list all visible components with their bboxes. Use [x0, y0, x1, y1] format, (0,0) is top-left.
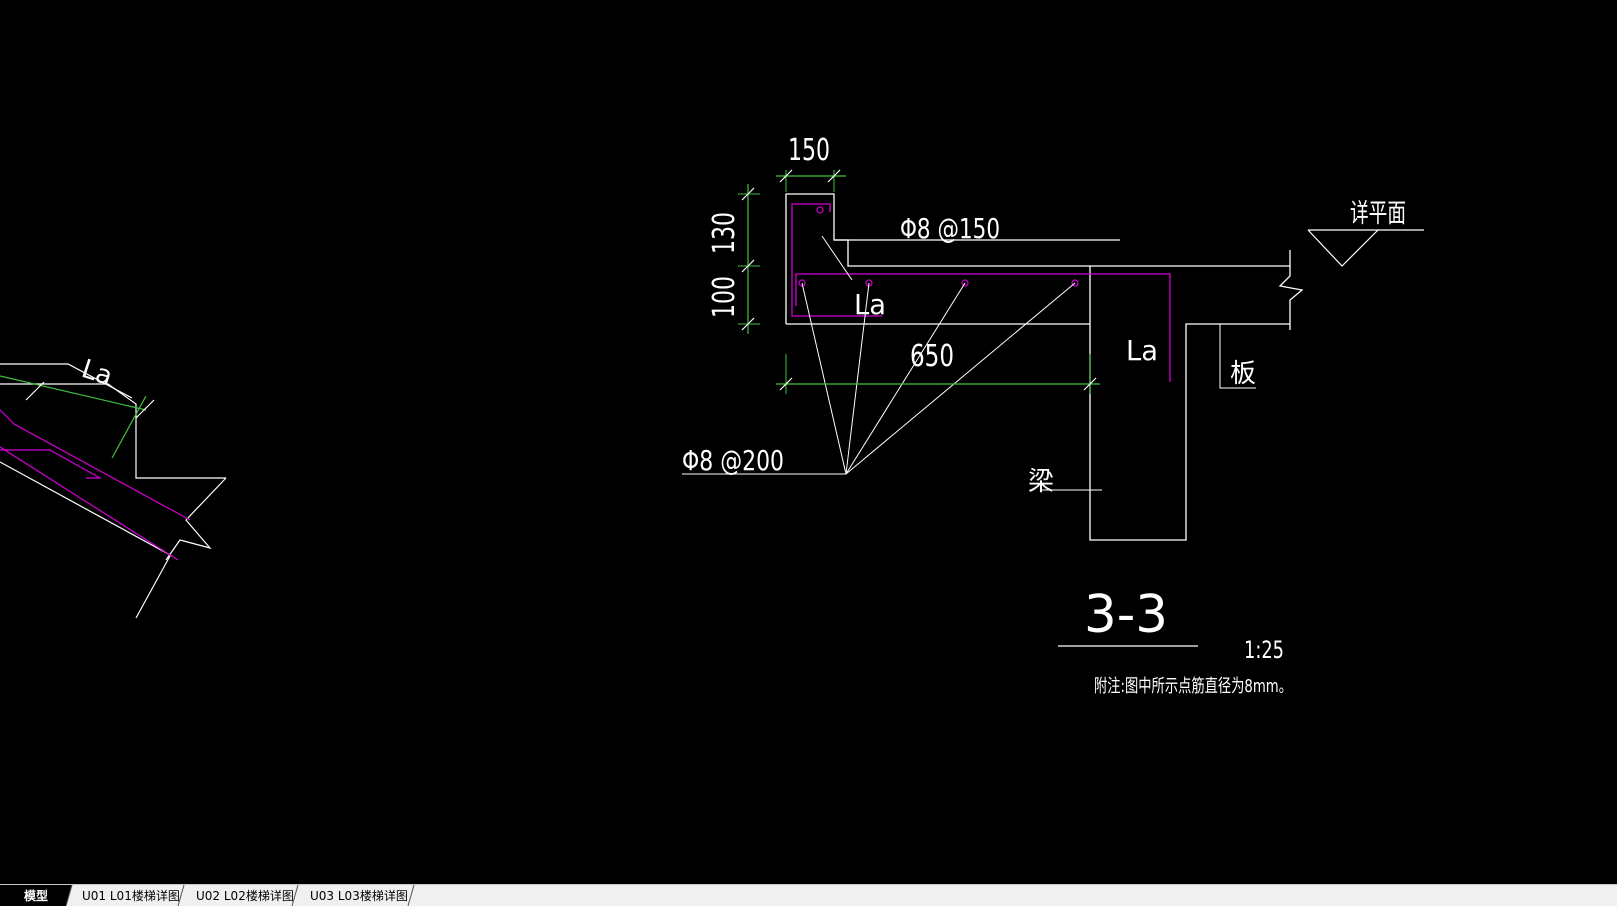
left-anchor-line [0, 363, 133, 399]
section-scale: 1:25 [1244, 636, 1284, 664]
dim-650-tick-right [1083, 377, 1097, 391]
left-dim-tick-1 [25, 381, 45, 401]
left-stair-detail: La [0, 354, 227, 619]
bottom-main-rebar [795, 273, 1171, 382]
rebar-dot-2 [798, 279, 806, 287]
leader-top-rebar [821, 235, 853, 281]
anchor-label-main: La [854, 288, 886, 321]
section-3-3-drawing: 150 130 100 650 Φ8 @150 Φ8 @200 La La 详平… [682, 133, 1424, 697]
dim-vert-tick-top [741, 187, 755, 201]
leader-to-dot-3 [845, 282, 870, 475]
dim-150-text: 150 [788, 133, 830, 168]
slab-break-line [1278, 250, 1304, 330]
dim-650-tick-left [779, 377, 793, 391]
anchor-label-beam: La [1126, 334, 1158, 367]
slab-label: 板 [1230, 359, 1256, 389]
leader-slab [1219, 324, 1256, 389]
dim-vert-tick-mid [741, 259, 755, 273]
dim-150-tick-right [827, 169, 841, 183]
dim-650-text: 650 [910, 339, 954, 374]
left-outline-tail [135, 555, 171, 619]
tab-layout-u01[interactable]: U01 L01楼梯详图 [82, 889, 180, 903]
left-outline-lower [0, 461, 173, 557]
tab-separator-3 [291, 885, 299, 906]
section-title: 3-3 [1084, 585, 1168, 645]
beam-label: 梁 [1028, 467, 1054, 497]
layout-tab-bar: 模型 U01 L01楼梯详图 U02 L02楼梯详图 U03 L03楼梯详图 [0, 884, 1617, 906]
rebar-bottom-spec: Φ8 @200 [682, 444, 784, 477]
elevation-mark-text: 详平面 [1350, 199, 1406, 229]
tab-layout-u02[interactable]: U02 L02楼梯详图 [196, 889, 294, 903]
rebar-dot-5 [1071, 279, 1079, 287]
dim-vert-tick-bot [741, 317, 755, 331]
tab-model[interactable]: 模型 [24, 889, 49, 903]
left-dim-tick-2 [135, 399, 155, 419]
left-dim-ext [111, 395, 147, 459]
dim-130-text: 130 [707, 212, 742, 254]
upstand-stirrup [791, 203, 882, 317]
elevation-marker-icon [1307, 229, 1380, 267]
left-rebar-1 [0, 409, 191, 521]
left-rebar-2 [0, 449, 103, 479]
section-note: 附注:图中所示点筋直径为8mm。 [1094, 676, 1292, 697]
left-rebar-3 [0, 446, 179, 561]
rebar-top-spec: Φ8 @150 [900, 212, 1000, 245]
rebar-dot-1 [816, 206, 824, 214]
tab-separator-4 [407, 885, 415, 906]
leader-to-dot-4 [845, 282, 966, 475]
left-outline-break [165, 477, 227, 561]
left-outline-upper [0, 383, 226, 479]
tab-bar-shapes [0, 885, 415, 906]
beam-outline [1089, 266, 1290, 541]
leader-to-dot-5 [845, 282, 1076, 475]
tab-separator-1 [65, 885, 73, 906]
dim-150-tick-left [779, 169, 793, 183]
tab-model-bg [0, 885, 72, 906]
rebar-dot-4 [961, 279, 969, 287]
drawing-canvas[interactable]: La [0, 0, 1617, 884]
tab-layout-u03[interactable]: U03 L03楼梯详图 [310, 889, 408, 903]
leader-to-dot-2 [801, 282, 847, 475]
tab-separator-2 [177, 885, 185, 906]
left-dim-line [0, 375, 147, 411]
dim-100-text: 100 [707, 276, 742, 318]
